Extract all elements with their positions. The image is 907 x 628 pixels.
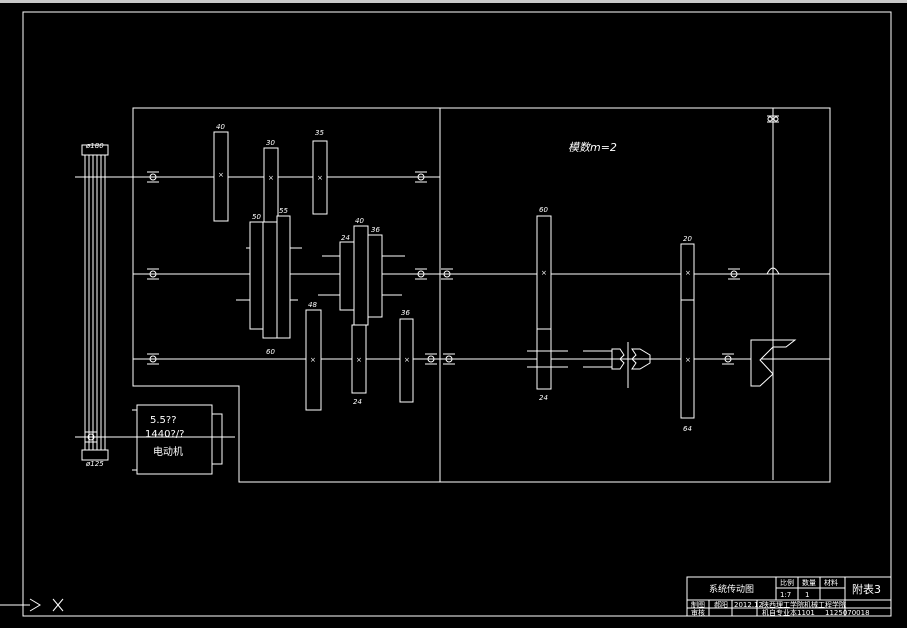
tb-designer: 郝阳 — [714, 600, 728, 609]
tb-design: 制图 — [691, 600, 705, 609]
gear-label-55: 55 — [279, 207, 288, 215]
tb-class-info: 机自专业本1101 — [762, 608, 815, 617]
module-note: 模数m=2 — [568, 141, 617, 154]
svg-text:×: × — [685, 269, 691, 277]
gear-40-input — [213, 131, 229, 222]
tb-material-header: 材料 — [824, 578, 838, 587]
bearing-icon — [443, 353, 455, 365]
tb-student-id: 1125070018 — [825, 609, 870, 617]
motor-name: 电动机 — [153, 445, 183, 458]
bearing-icon — [147, 268, 159, 280]
application-toolbar-strip — [0, 0, 907, 3]
tb-qty: 1 — [805, 591, 809, 599]
bearing-icon — [728, 268, 740, 280]
tb-qty-header: 数量 — [802, 578, 816, 587]
gear-24-output — [536, 328, 552, 390]
svg-text:×: × — [218, 171, 224, 179]
drawing-frame — [22, 11, 892, 617]
svg-text:×: × — [317, 174, 323, 182]
bearing-icon — [415, 171, 427, 183]
gear-label-48: 48 — [308, 301, 317, 309]
svg-text:×: × — [541, 269, 547, 277]
clutch — [583, 342, 651, 388]
tb-ratio-header: 比例 — [780, 578, 794, 587]
pulley-top-label: ø180 — [85, 142, 104, 150]
motor-power: 5.5?? — [150, 415, 177, 426]
tb-sheet: 附表3 — [852, 582, 881, 596]
svg-text:×: × — [268, 174, 274, 182]
pulley-bottom-label: ø125 — [85, 460, 104, 468]
gear-35-input — [312, 140, 328, 215]
gear-label-20: 20 — [683, 235, 692, 243]
gear-50 — [249, 221, 264, 330]
svg-text:×: × — [404, 356, 410, 364]
tb-drawing-title: 系统传动图 — [709, 583, 754, 595]
tb-school: 陕西理工学院机械工程学院 — [762, 600, 846, 609]
gear-label-60-middle: 60 — [266, 348, 275, 356]
gear-label-30-top: 30 — [266, 139, 275, 147]
gear-55 — [276, 215, 291, 339]
tb-ratio: 1:7 — [780, 591, 791, 599]
gear-label-50: 50 — [252, 213, 261, 221]
gear-label-60-output: 60 — [539, 206, 548, 214]
gear-label-40-middle: 40 — [355, 217, 364, 225]
svg-text:×: × — [685, 356, 691, 364]
gear-36-lower — [399, 318, 414, 403]
bearing-icon — [767, 115, 779, 123]
gearbox-housing-right — [439, 107, 831, 483]
gear-label-36-lower: 36 — [401, 309, 410, 317]
bearing-icon — [415, 268, 427, 280]
motor — [132, 404, 223, 475]
gear-60-middle — [262, 221, 278, 339]
svg-text:×: × — [310, 356, 316, 364]
gear-label-36-middle: 36 — [371, 226, 380, 234]
bearing-icon — [147, 353, 159, 365]
ucs-icon — [0, 598, 64, 612]
bearing-icon — [425, 353, 437, 365]
gear-30-input — [263, 147, 279, 223]
tb-review: 审核 — [691, 608, 705, 617]
gear-label-24-output: 24 — [539, 394, 548, 402]
gear-48-lower — [305, 309, 322, 411]
bearing-icon — [441, 268, 453, 280]
gear-40-middle — [353, 225, 369, 326]
gear-24-middle — [339, 241, 355, 311]
gear-label-64: 64 — [683, 425, 692, 433]
bevel-gear — [750, 339, 797, 387]
bearing-icon — [722, 353, 734, 365]
bearing-icon — [147, 171, 159, 183]
motor-speed: 1440?/? — [145, 429, 184, 440]
gear-label-24-middle: 24 — [341, 234, 350, 242]
title-block — [686, 576, 892, 617]
gear-36-middle — [367, 234, 383, 318]
tb-date: 2012.12 — [734, 601, 763, 609]
gear-24-lower — [351, 324, 367, 394]
belt-drive — [81, 144, 110, 461]
gear-64 — [680, 299, 695, 419]
gear-label-40-top: 40 — [216, 123, 225, 131]
svg-text:×: × — [356, 356, 362, 364]
gear-label-35-top: 35 — [315, 129, 324, 137]
bearing-icon — [85, 431, 97, 443]
gear-label-24-lower: 24 — [353, 398, 362, 406]
